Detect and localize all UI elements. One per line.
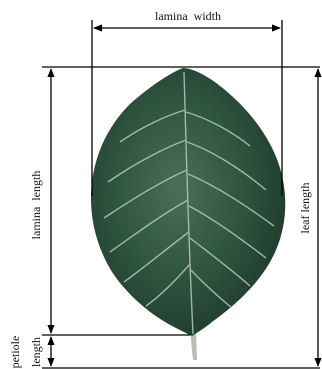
lamina-width-label: lamina width (155, 9, 221, 23)
leaf-length-dimension: leaf length (298, 69, 318, 366)
lamina-length-label: lamina length (29, 171, 43, 240)
petiole-length-dimension: petiole length (8, 336, 51, 369)
leaf-image (91, 68, 285, 360)
petiole-label-line2: length (29, 337, 43, 367)
petiole-label-line1: petiole (8, 336, 22, 369)
leaf-length-label: leaf length (298, 183, 312, 234)
